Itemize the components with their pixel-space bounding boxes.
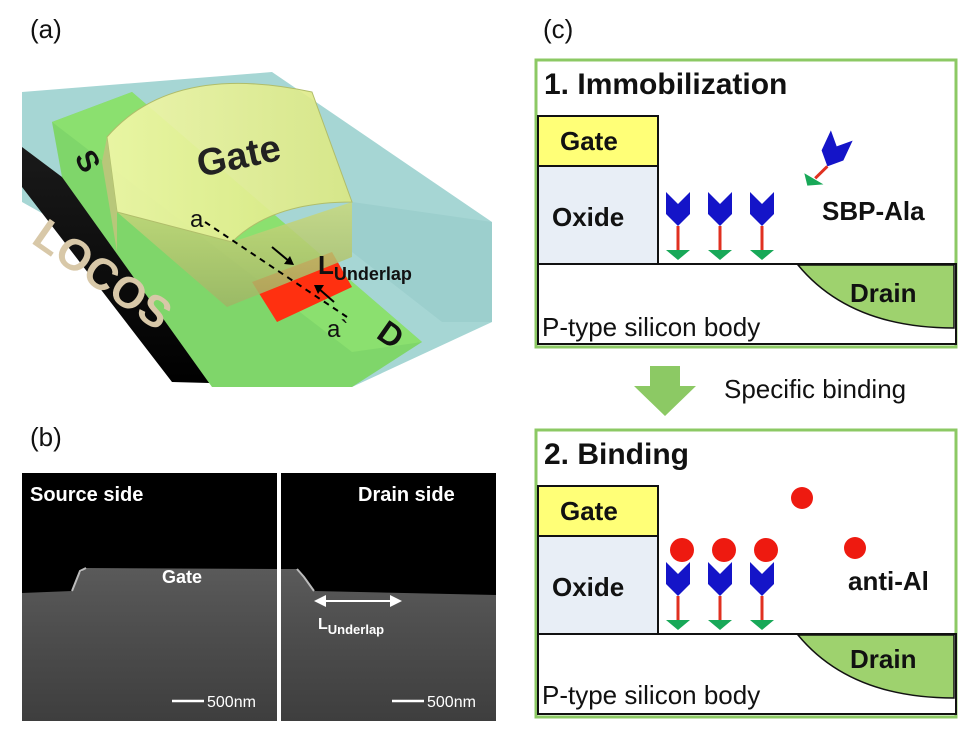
underlap-arrowhead-top [284,256,294,265]
free-analyte-2 [844,537,866,559]
step1-drain-label: Drain [850,278,916,308]
underlap-arrowhead-bottom [314,285,324,294]
step2-title: 2. Binding [544,438,689,471]
step1-gate [537,115,659,167]
sbp-ala-label: SBP-Ala [822,196,925,226]
sem-divider [277,473,281,721]
point-a-label: a [190,206,204,233]
sem-gate-label: Gate [162,567,202,587]
scale-label-right: 500nm [427,694,476,711]
panel-a-label: (a) [30,14,62,44]
free-sbp-ala [804,130,853,186]
drain-side-label: Drain side [358,484,455,506]
step2-drain [796,634,955,699]
anti-al-label: anti-Al [848,566,929,596]
step1-title: 1. Immobilization [544,68,787,101]
step2-drain-label: Drain [850,644,916,674]
gate-left-face [102,137,117,252]
panel-c-label: (c) [543,14,574,44]
sem-left-substrate [22,568,277,721]
device-3d-illustration: Gate S D LOCOS a a` LUnderlap [22,72,492,387]
source-side-label: Source side [30,484,143,506]
panel-b-label: (b) [30,422,62,452]
underlap-arrow-top [271,246,291,263]
underlap-region [252,252,352,322]
sem-micrograph: Source side Drain side Gate LUnderlap 50… [22,473,496,721]
bound-analyte-2 [712,538,736,562]
right-wall [352,202,492,322]
step1-oxide [537,165,659,265]
sem-left-gate-edge [71,567,87,592]
sem-right-substrate [281,569,496,721]
transition-arrow [634,366,696,416]
step2-gate [537,485,659,537]
step1-oxide-label: Oxide [552,202,624,232]
step2-oxide [537,535,659,635]
bound-analyte-3 [754,538,778,562]
sem-arrowhead-right [390,595,402,607]
step1-drain [796,264,955,329]
transition-label: Specific binding [724,374,906,404]
sem-right-gate-edge [296,568,315,592]
step1-body-label: P-type silicon body [542,312,760,342]
free-analyte-1 [791,487,813,509]
sem-underlap-label: LUnderlap [318,616,384,637]
point-a-prime-label: a` [327,316,348,343]
bound-analyte-1 [670,538,694,562]
scale-label-left: 500nm [207,694,256,711]
gate-front-face [117,202,352,307]
underlap-arrow-bottom [317,287,335,303]
sensing-schematic: 1. Immobilization Gate Oxide Drain P-typ… [534,58,958,719]
step1-gate-label: Gate [560,126,618,156]
gate-top-face [106,83,353,243]
step2-oxide-label: Oxide [552,572,624,602]
underlap-label: LUnderlap [318,250,412,284]
step2-gate-label: Gate [560,496,618,526]
step2-body-label: P-type silicon body [542,680,760,710]
sem-arrowhead-left [314,595,326,607]
